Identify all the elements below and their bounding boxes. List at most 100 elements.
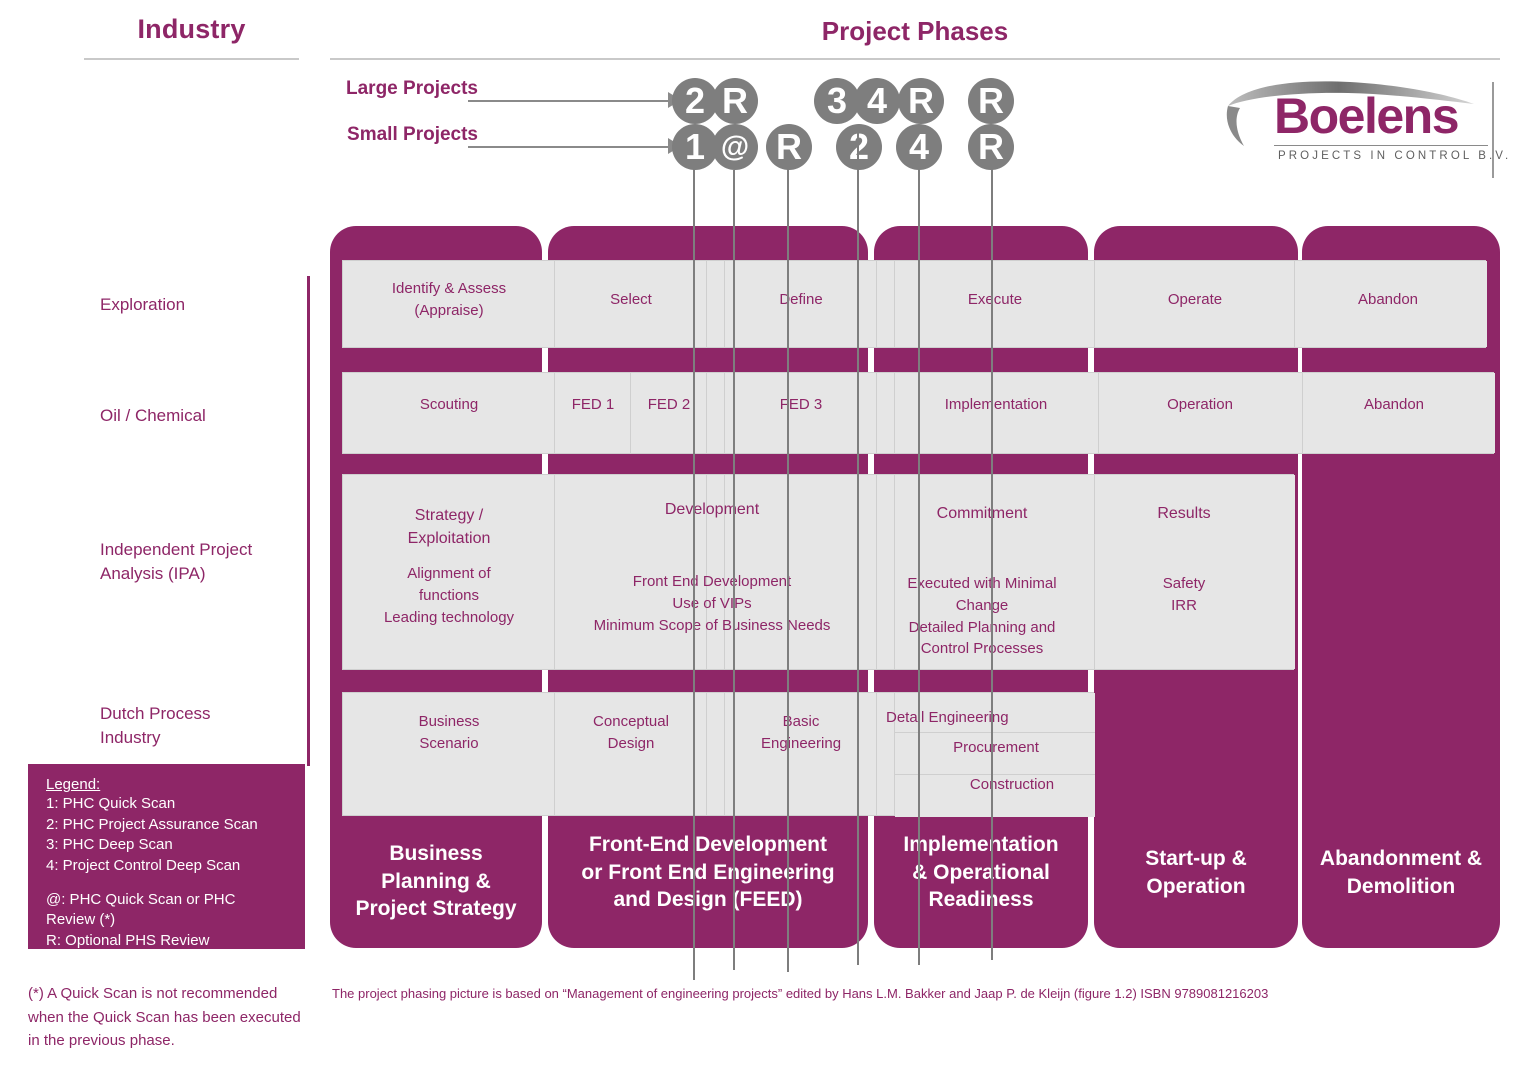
text-line: Use of VIPs	[672, 594, 752, 612]
cell-box	[555, 373, 631, 453]
cell-box	[895, 733, 1095, 775]
oil-cell-fed2: FED 2	[647, 396, 691, 413]
text-line: Change	[955, 596, 1009, 614]
cell-box	[725, 693, 877, 815]
phase-name-implementation: Implementation & Operational Readiness	[876, 831, 1086, 914]
text-line: & Operational	[912, 860, 1050, 884]
text-line: when the Quick Scan has been executed	[28, 1008, 301, 1026]
dutch-label-line2: Industry	[100, 728, 161, 748]
text-line: (Appraise)	[414, 301, 484, 319]
small-projects-label: Small Projects	[347, 124, 478, 145]
legend-item-2: 2: PHC Project Assurance Scan	[46, 815, 258, 833]
text-line: Engineering	[760, 734, 842, 752]
cell-box	[877, 261, 895, 347]
legend-box: Legend: 1: PHC Quick Scan 2: PHC Project…	[28, 764, 305, 949]
gate-line-2	[733, 170, 735, 970]
cell-box	[725, 475, 877, 669]
text-line: IRR	[1171, 596, 1197, 614]
cell-box	[707, 261, 725, 347]
exploration-cell-abandon: Abandon	[1357, 291, 1419, 308]
phase-name-abandonment: Abandonment & Demolition	[1304, 845, 1498, 900]
cell-box	[895, 693, 1095, 733]
exploration-cell-identify-assess: Identify & Assess (Appraise)	[354, 278, 544, 322]
text-line: or Front End Engineering	[581, 860, 835, 884]
cell-box	[877, 475, 895, 669]
cell-box	[1095, 261, 1295, 347]
text-line: Front End Development	[632, 573, 792, 590]
ipa-commitment-title: Commitment	[936, 505, 1028, 522]
gate-badge-large-6: R	[968, 78, 1014, 124]
band-dutch-process	[342, 692, 1095, 817]
text-line: Identify & Assess	[391, 280, 507, 297]
text-line: (*) A Quick Scan is not recommended	[28, 985, 278, 1002]
large-projects-label: Large Projects	[346, 78, 478, 99]
exploration-cell-operate: Operate	[1167, 291, 1223, 308]
cell-box	[877, 373, 895, 453]
cell-box	[707, 373, 725, 453]
cell-box	[895, 373, 1099, 453]
legend-extra-3: R: Optional PHS Review	[46, 932, 210, 950]
phase-name-feed: Front-End Development or Front End Engin…	[550, 831, 866, 914]
cell-box	[707, 693, 725, 815]
gate-badge-small-4: 2	[836, 124, 882, 170]
text-line: Scenario	[419, 734, 479, 752]
cell-box	[895, 261, 1095, 347]
text-line: in the previous phase.	[28, 1032, 175, 1050]
gate-badge-large-2: R	[712, 78, 758, 124]
gate-badge-small-5: 4	[896, 124, 942, 170]
industry-row-label-ipa: Independent Project Analysis (IPA)	[100, 538, 305, 586]
cell-box	[725, 373, 877, 453]
gate-line-3	[787, 160, 789, 972]
legend-item-3: 3: PHC Deep Scan	[46, 836, 173, 854]
industry-row-label-dutch: Dutch Process Industry	[100, 702, 305, 750]
legend-spacer	[46, 877, 289, 890]
text-line: Leading technology	[383, 608, 515, 626]
text-line: and Design (FEED)	[613, 888, 803, 912]
oil-cell-scouting: Scouting	[419, 396, 479, 413]
logo-tagline: PROJECTS IN CONTROL B.V.	[1278, 150, 1512, 162]
cell-box	[1095, 475, 1295, 669]
text-line: Conceptual	[593, 713, 669, 730]
ipa-development-body: Front End Development Use of VIPs Minimu…	[544, 571, 880, 636]
logo-wordmark: Boelens	[1274, 88, 1460, 144]
text-line: Executed with Minimal	[907, 575, 1057, 592]
legend-extra-1: @: PHC Quick Scan or PHC	[46, 890, 236, 908]
oil-cell-operation: Operation	[1167, 396, 1233, 413]
text-line: Detailed Planning and	[908, 618, 1056, 636]
ipa-strategy-body: Alignment of functions Leading technolog…	[354, 563, 544, 628]
industry-heading: Industry	[137, 14, 246, 44]
dutch-label-line1: Dutch Process	[100, 704, 211, 723]
cell-box	[895, 775, 1095, 817]
cell-box	[895, 475, 1095, 669]
gate-badge-large-3: 3	[814, 78, 860, 124]
footnote-source: The project phasing picture is based on …	[332, 986, 1269, 1001]
small-projects-arrow-row: Small Projects	[0, 120, 690, 154]
gate-line-1	[693, 160, 695, 980]
text-line: Readiness	[928, 888, 1034, 912]
legend-item-4: 4: Project Control Deep Scan	[46, 857, 241, 875]
gate-badge-small-2: @	[712, 124, 758, 170]
phase-name-startup: Start-up & Operation	[1096, 845, 1296, 900]
cell-box	[725, 261, 877, 347]
logo-divider	[1274, 145, 1488, 146]
text-line: Strategy /	[414, 507, 484, 524]
oil-cell-fed1: FED 1	[571, 396, 615, 413]
band-ipa	[342, 474, 1295, 670]
text-line: Alignment of	[407, 565, 491, 582]
gate-line-5	[918, 160, 920, 965]
logo-vertical-bar	[1492, 82, 1494, 178]
ipa-results-body: Safety IRR	[1086, 573, 1282, 617]
legend-title: Legend:	[46, 776, 101, 793]
text-line: Design	[607, 734, 655, 752]
phase-name-business-planning: Business Planning & Project Strategy	[334, 840, 538, 923]
ipa-commitment-body: Executed with Minimal Change Detailed Pl…	[884, 573, 1080, 660]
cell-box	[555, 693, 707, 815]
footnote-quick-scan: (*) A Quick Scan is not recommended when…	[28, 982, 318, 1053]
cell-box	[1303, 373, 1495, 453]
dutch-cell-conceptual-design: Conceptual Design	[556, 711, 706, 755]
industry-heading-divider	[84, 58, 299, 60]
gate-badge-large-5: R	[898, 78, 944, 124]
ipa-strategy-title: Strategy / Exploitation	[354, 504, 544, 550]
arrow-shaft	[468, 146, 673, 148]
